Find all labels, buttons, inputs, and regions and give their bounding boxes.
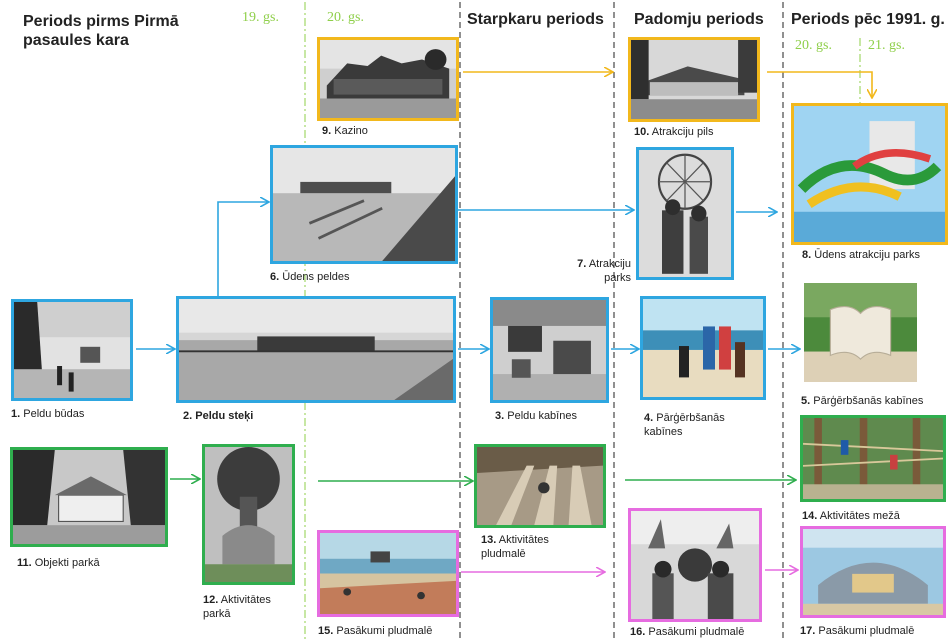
caption-2: 2. Peldu steķi	[183, 410, 254, 422]
photo-amusement-palace	[628, 37, 760, 122]
photo-bathing-cabins	[490, 297, 609, 403]
caption-4: 4. Pārģērbšanās kabīnes	[644, 412, 725, 438]
caption-17: 17. Pasākumi pludmalē	[800, 625, 915, 637]
caption-5: 5. Pārģērbšanās kabīnes	[801, 395, 924, 407]
century-21: 21. gs.	[868, 38, 905, 53]
photo-amusement-park	[636, 147, 734, 280]
photo-park-objects	[10, 447, 168, 547]
caption-1: 1. Peldu būdas	[11, 408, 85, 420]
caption-15: 15. Pasākumi pludmalē	[318, 625, 433, 637]
photo-park-activities	[202, 444, 295, 585]
header-pre-war: Periods pirms Pirmā pasaules kara	[23, 13, 179, 49]
caption-16: 16. Pasākumi pludmalē	[630, 626, 745, 638]
caption-3: 3. Peldu kabīnes	[495, 410, 577, 422]
caption-10: 10. Atrakciju pils	[634, 126, 714, 138]
photo-beach-events-interwar	[317, 530, 459, 617]
century-19: 19. gs.	[242, 10, 279, 25]
photo-changing-cabins-soviet	[640, 296, 766, 400]
header-interwar: Starpkaru periods	[467, 11, 604, 28]
header-post-1991: Periods pēc 1991. g.	[791, 11, 945, 28]
photo-beach-activities	[474, 444, 606, 528]
photo-beach-events-modern	[800, 526, 946, 618]
photo-water-baths	[270, 145, 458, 264]
header-soviet: Padomju periods	[634, 11, 764, 28]
photo-bathing-pier	[176, 296, 456, 403]
caption-6: 6. Ūdens peldes	[270, 271, 350, 283]
photo-beach-events-soviet	[628, 508, 762, 622]
century-20-left: 20. gs.	[327, 10, 364, 25]
photo-water-park	[791, 103, 948, 245]
photo-changing-cabins-modern	[804, 283, 917, 382]
caption-12: 12. Aktivitātes parkā	[203, 594, 271, 620]
caption-14: 14. Aktivitātes mežā	[802, 510, 900, 522]
century-20-right: 20. gs.	[795, 38, 832, 53]
caption-7: 7. Atrakciju parks	[577, 258, 631, 284]
caption-9: 9. Kazino	[322, 125, 368, 137]
photo-bathing-huts	[11, 299, 133, 401]
photo-forest-activities	[800, 415, 946, 502]
arrow-palace-to-waterpark	[767, 71, 872, 97]
caption-13: 13. Aktivitātes pludmalē	[481, 534, 549, 560]
arrow-pier-to-water-baths	[217, 202, 268, 296]
caption-8: 8. Ūdens atrakciju parks	[802, 249, 921, 261]
caption-11: 11. Objekti parkā	[17, 557, 100, 569]
photo-casino	[317, 37, 459, 121]
